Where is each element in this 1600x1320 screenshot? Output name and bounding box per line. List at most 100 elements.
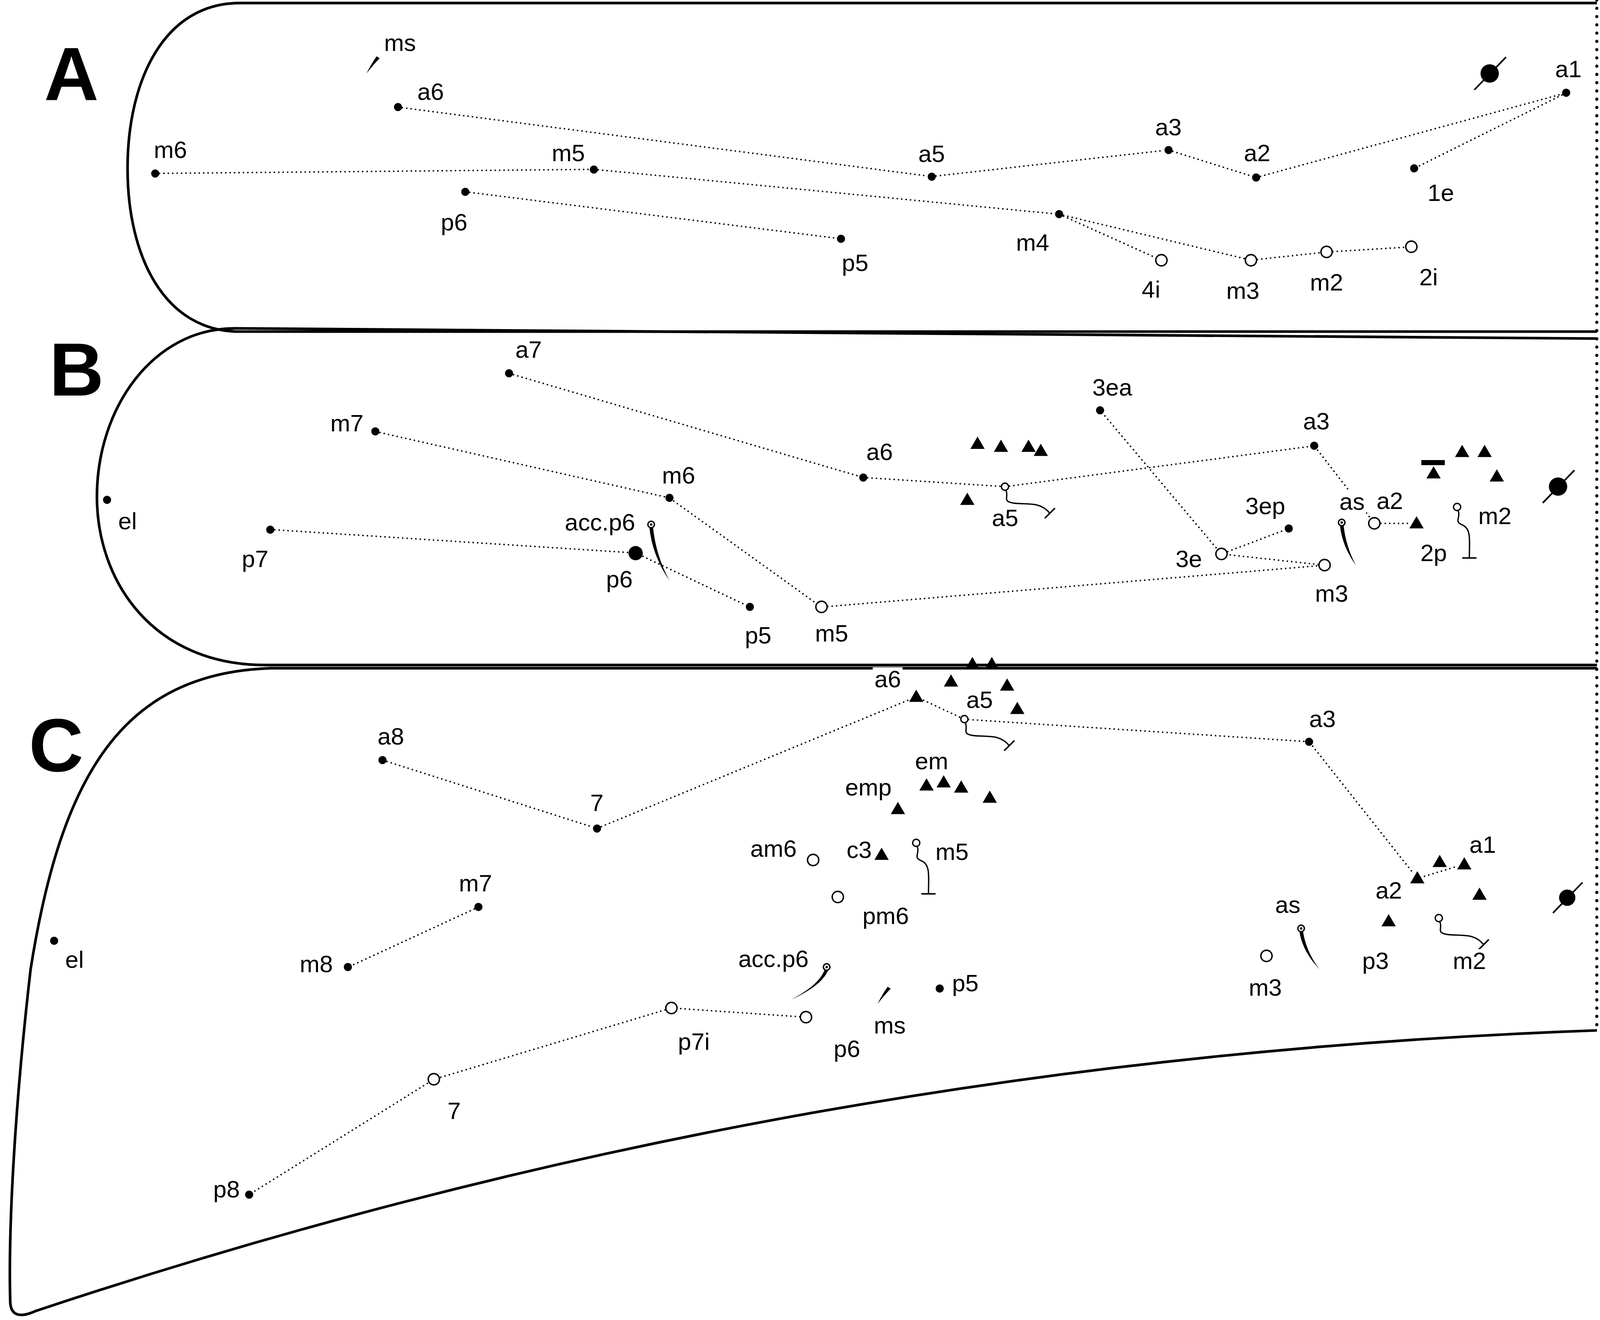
seta-row-line — [440, 1010, 666, 1078]
seta-symbol — [1000, 482, 1010, 492]
seta-symbol — [1320, 245, 1333, 259]
seta-symbol — [1457, 857, 1472, 872]
seta-row-line — [1380, 522, 1409, 525]
seta-symbol — [1095, 405, 1105, 415]
seta-label: a5 — [916, 142, 947, 166]
seta-label: p6 — [439, 210, 470, 235]
seta-row-line — [1227, 554, 1319, 565]
slash-dot — [1474, 57, 1583, 914]
seta-marker: 2p — [1409, 516, 1424, 531]
seta-marker: el — [102, 495, 112, 505]
seta-marker: p6 — [460, 187, 470, 197]
seta-label: a6 — [415, 80, 446, 104]
panel-letter: B — [49, 331, 104, 408]
seta-symbol — [960, 714, 969, 724]
seta-label: 3ep — [1243, 494, 1287, 519]
seta-marker: 4i — [1155, 253, 1168, 267]
setal-map-panel: Amsa6m6m5p6a5a3a2a11ep5m44im3m22i — [0, 0, 1600, 337]
seta-symbol — [1561, 88, 1571, 98]
seta-label: m8 — [298, 952, 335, 977]
seta-label: emp — [843, 775, 894, 800]
seta-marker: c3 — [874, 847, 889, 863]
seta-marker: 3ep — [1284, 524, 1294, 533]
seta-symbol — [1367, 517, 1381, 530]
seta-marker: emp — [890, 801, 906, 817]
seta-marker: p7i — [665, 1001, 678, 1015]
seta-marker: a6 — [393, 102, 403, 112]
seta-symbol — [1410, 871, 1425, 886]
seta-marker: acc.p6 — [647, 520, 656, 529]
seta-symbol — [1215, 547, 1228, 561]
seta-label: 4i — [1140, 277, 1163, 302]
seta-symbol — [647, 520, 656, 529]
seta-label: m5 — [550, 141, 587, 166]
seta-marker: p5 — [745, 602, 755, 612]
seta-symbol — [1244, 253, 1258, 267]
seta-label: m5 — [933, 840, 970, 865]
seta-symbol — [935, 984, 945, 994]
seta-row-line — [1103, 414, 1216, 549]
seta-row-line — [1260, 93, 1562, 177]
seta-symbol — [1284, 524, 1294, 533]
seta-marker: m2 — [1320, 245, 1333, 259]
seta-row-line — [159, 169, 590, 174]
seta-label: a3 — [1307, 707, 1338, 732]
seta-row-line — [677, 1008, 800, 1017]
panel-letter: C — [28, 707, 84, 783]
seta-symbol — [427, 1073, 441, 1086]
seta-symbol — [665, 493, 674, 503]
seta-marker: a5 — [960, 714, 969, 724]
seta-marker: ms — [368, 60, 377, 69]
seta-row-line — [642, 556, 746, 605]
seta-symbol — [592, 824, 602, 834]
seta-label: 3e — [1173, 547, 1204, 572]
seta-symbol — [378, 755, 387, 765]
seta-marker: p6 — [628, 546, 643, 561]
seta-marker: m6 — [150, 169, 160, 178]
seta-marker: m5 — [815, 600, 828, 614]
seta-row-line — [1172, 151, 1252, 176]
seta-row-line — [352, 909, 475, 966]
seta-marker: p3 — [1381, 914, 1396, 929]
seta-row-line — [253, 1083, 428, 1193]
seta-row-line — [601, 699, 910, 827]
seta-label: 7 — [588, 791, 605, 816]
seta-label: p3 — [1360, 949, 1391, 974]
seta-row-line — [1063, 216, 1155, 258]
seta-symbol — [49, 936, 59, 946]
seta-marker: ms — [879, 990, 888, 1000]
seta-label: a1 — [1553, 57, 1584, 82]
seta-symbol — [474, 902, 483, 912]
seta-label: a2 — [1373, 878, 1404, 903]
seta-label: a3 — [1301, 409, 1332, 434]
seta-marker: 3e — [1215, 547, 1228, 561]
seta-marker: a6 — [909, 689, 924, 705]
seta-symbol — [806, 853, 820, 867]
seta-row-line — [1317, 450, 1370, 518]
seta-symbol — [927, 172, 937, 182]
seta-row-line — [1227, 530, 1285, 552]
seta-marker: p5 — [836, 234, 846, 244]
seta-marker: am6 — [806, 853, 820, 867]
seta-label: el — [116, 509, 139, 534]
seta-label: a3 — [1153, 115, 1184, 140]
seta-symbol — [1260, 949, 1273, 963]
seta-label: a8 — [376, 724, 406, 749]
seta-symbol — [858, 473, 868, 482]
seta-marker: m3 — [1318, 558, 1331, 572]
seta-marker: a5 — [927, 172, 937, 182]
seta-symbol — [822, 963, 831, 972]
seta-label: m6 — [660, 463, 697, 488]
seta-marker: a2 — [1251, 173, 1261, 182]
seta-marker: pm6 — [831, 890, 845, 904]
seta-symbol — [665, 1001, 678, 1015]
seta-label: a2 — [1242, 141, 1273, 166]
seta-label: m2 — [1476, 504, 1513, 529]
seta-symbol — [836, 234, 846, 244]
seta-marker: m5 — [911, 838, 921, 848]
seta-label: as — [1337, 489, 1366, 514]
seta-row-line — [402, 107, 928, 176]
seta-row-line — [1312, 746, 1412, 872]
